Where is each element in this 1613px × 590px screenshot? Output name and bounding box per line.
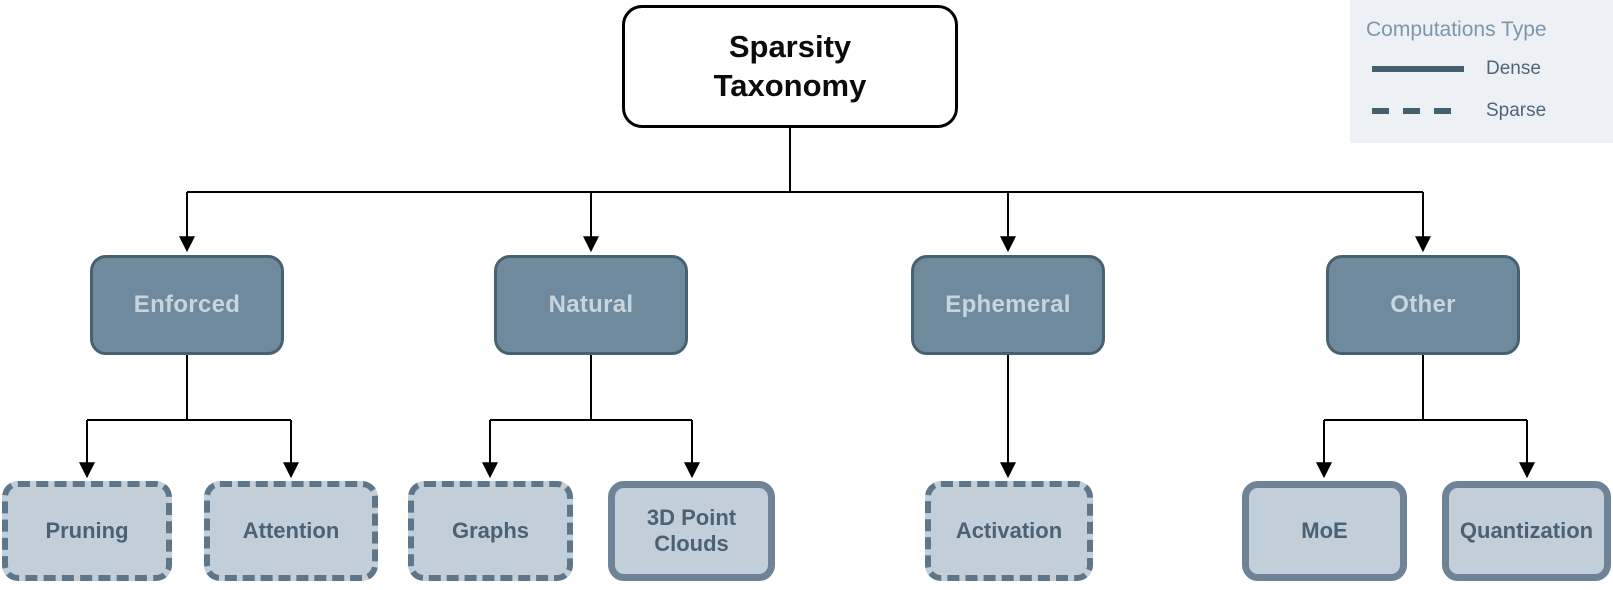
node-quantization: Quantization: [1442, 481, 1611, 581]
sparse-line-swatch: [1372, 108, 1464, 114]
node-natural: Natural: [494, 255, 688, 355]
node-ephemeral: Ephemeral: [911, 255, 1105, 355]
node-other: Other: [1326, 255, 1520, 355]
node-activation: Activation: [925, 481, 1093, 581]
node-moe: MoE: [1242, 481, 1407, 581]
legend: Computations Type Dense Sparse: [1350, 0, 1613, 143]
node-attention: Attention: [204, 481, 378, 581]
legend-item-sparse: Sparse: [1366, 100, 1613, 122]
legend-item-dense: Dense: [1366, 58, 1613, 80]
legend-item-label: Sparse: [1486, 100, 1547, 121]
legend-item-label: Dense: [1486, 58, 1541, 79]
legend-title: Computations Type: [1366, 18, 1547, 41]
node-pruning: Pruning: [2, 481, 172, 581]
node-graphs: Graphs: [408, 481, 573, 581]
node-3d-point-clouds: 3D Point Clouds: [608, 481, 775, 581]
dense-line-swatch: [1372, 66, 1464, 72]
node-enforced: Enforced: [90, 255, 284, 355]
node-sparsity-taxonomy: Sparsity Taxonomy: [622, 5, 958, 128]
